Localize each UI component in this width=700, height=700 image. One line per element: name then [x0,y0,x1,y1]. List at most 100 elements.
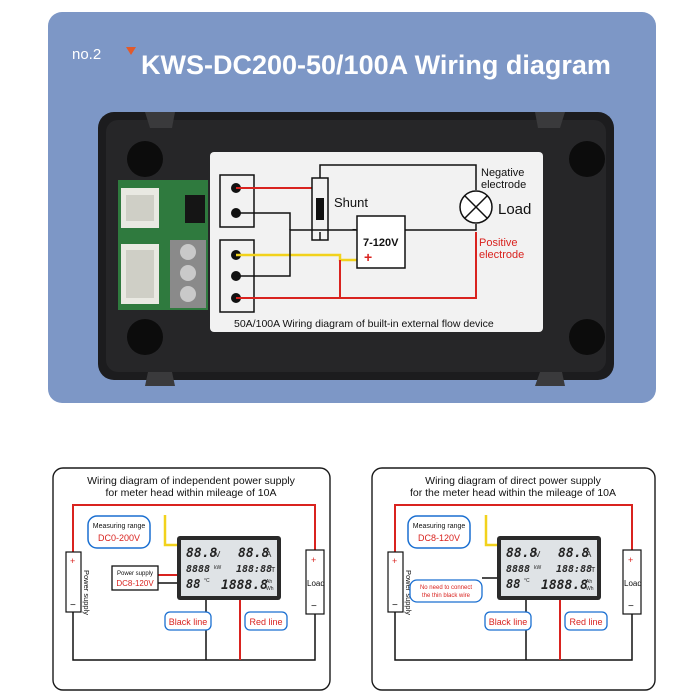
lcd-time-unit: T [591,567,596,574]
measuring-range-bubble [87,515,151,549]
power-source-minus: - [352,221,356,236]
battery-icon [387,551,404,613]
lcd-voltage-unit: V [535,550,541,559]
power-source-plus: + [364,249,372,265]
lcd-voltage: 88.8 [506,546,537,561]
measuring-range-bubble [407,515,471,549]
shunt-core [316,198,324,220]
load-label: Load [498,201,531,218]
lcd-current-unit: A [586,550,592,559]
panel-direct-supply: Wiring diagram of direct power supply fo… [371,467,656,691]
wire-shunt-to-load-negative [319,164,477,190]
wire-positive-to-load [340,232,477,299]
battery-label: Power supply [404,570,413,615]
load-plus: + [628,555,633,565]
positive-label-line1: Positive [479,237,518,249]
lcd-capacity: 1888.8 [221,578,268,593]
screw-hole-bottom-left [127,319,163,355]
battery-minus: − [70,600,76,611]
wire-black-bottom-loop [394,612,633,661]
diagram-number: no.2 [72,46,101,63]
lcd-power: 8888 [186,564,210,575]
lcd-temperature: 88 [506,577,520,591]
lcd-screen [181,540,277,596]
load-minus: − [628,601,634,612]
positive-label-line2: electrode [479,249,524,261]
terminal-screw-3 [180,286,196,302]
lcd-capacity-unit: Ah [266,579,272,585]
wire-black-bottom-loop [72,612,316,661]
panel-title-line1: Wiring diagram of independent power supp… [87,475,296,487]
lcd-capacity: 1888.8 [541,578,588,593]
screw-hole-top-left [127,141,163,177]
battery-minus: − [392,600,398,611]
shunt-label: Shunt [334,195,368,210]
measuring-range-value: DC8-120V [418,533,460,543]
note-line1: No need to connect [420,585,472,591]
load-box [622,549,642,615]
lcd-meter: 88.8 V 88.8 A 8888 kW 188:88 T 88 °C 188… [177,536,281,600]
label-caption: 50A/100A Wiring diagram of built-in exte… [234,318,494,330]
panel-title-line2: for the meter head within the mileage of… [410,487,616,499]
lcd-current: 88.8 [238,546,269,561]
wire-red-top-loop [72,504,316,552]
lcd-time-unit: T [271,567,276,574]
battery-plus: + [392,556,397,566]
battery-icon [65,551,82,613]
red-line-label: Red line [569,617,602,627]
lcd-time: 188:88 [236,564,272,575]
connector-white-top-inner [126,195,154,221]
lcd-temperature: 88 [186,577,200,591]
lcd-current: 88.8 [558,546,589,561]
lcd-energy-unit: Wh [586,586,594,592]
wire-red-top-loop [394,504,633,552]
panel-title-line1: Wiring diagram of direct power supply [425,475,601,487]
measuring-range-label: Measuring range [93,523,146,530]
measuring-range-value: DC0-200V [98,533,140,543]
lcd-meter: 88.8 V 88.8 A 8888 kW 188:88 T 88 °C 188… [497,536,601,600]
lcd-current-unit: A [266,550,272,559]
triangle-bullet-icon [126,47,136,55]
red-line-tag [564,611,608,631]
device-clip-top-left [145,112,175,128]
load-minus: − [311,601,317,612]
wire-black-sense [236,212,291,230]
top-panel: no.2 KWS-DC200-50/100A Wiring diagram [48,12,656,403]
load-plus: + [311,555,316,565]
power-supply-value: DC8-120V [116,579,154,588]
lcd-temperature-unit: °C [524,578,530,584]
power-supply-label: Power supply [117,571,153,577]
wire-yellow-voltage [236,253,357,262]
black-line-tag [164,611,212,631]
red-line-tag [244,611,288,631]
red-line-label: Red line [249,617,282,627]
lcd-temperature-unit: °C [204,578,210,584]
black-line-label: Black line [489,617,528,627]
device-clip-bottom-left [145,372,175,386]
power-supply-box [111,565,159,591]
lcd-power-unit: kW [534,565,542,571]
connector-white-bottom-inner [126,250,154,298]
meter-device: Shunt - 7-120V + Load Negative electrode… [98,112,614,386]
terminal-screw-1 [180,244,196,260]
black-line-tag [484,611,532,631]
panel-title-line2: for meter head within mileage of 10A [105,487,276,499]
lcd-capacity-unit: Ah [586,579,592,585]
lcd-energy-unit: Wh [266,586,274,592]
screw-hole-bottom-right [569,319,605,355]
terminal-block-upper [219,174,255,228]
battery-label: Power supply [82,570,91,615]
pcb-chip [185,195,205,223]
power-source-voltage: 7-120V [363,237,399,249]
battery-plus: + [70,556,75,566]
load-label: Load [624,579,642,588]
note-bubble [409,579,483,603]
black-line-label: Black line [169,617,208,627]
note-line2: the thin black wire [422,593,471,599]
measuring-range-label: Measuring range [413,523,466,530]
lcd-power-unit: kW [214,565,222,571]
negative-label-line2: electrode [481,179,526,191]
lcd-time: 188:88 [556,564,592,575]
device-clip-bottom-right [535,372,565,386]
